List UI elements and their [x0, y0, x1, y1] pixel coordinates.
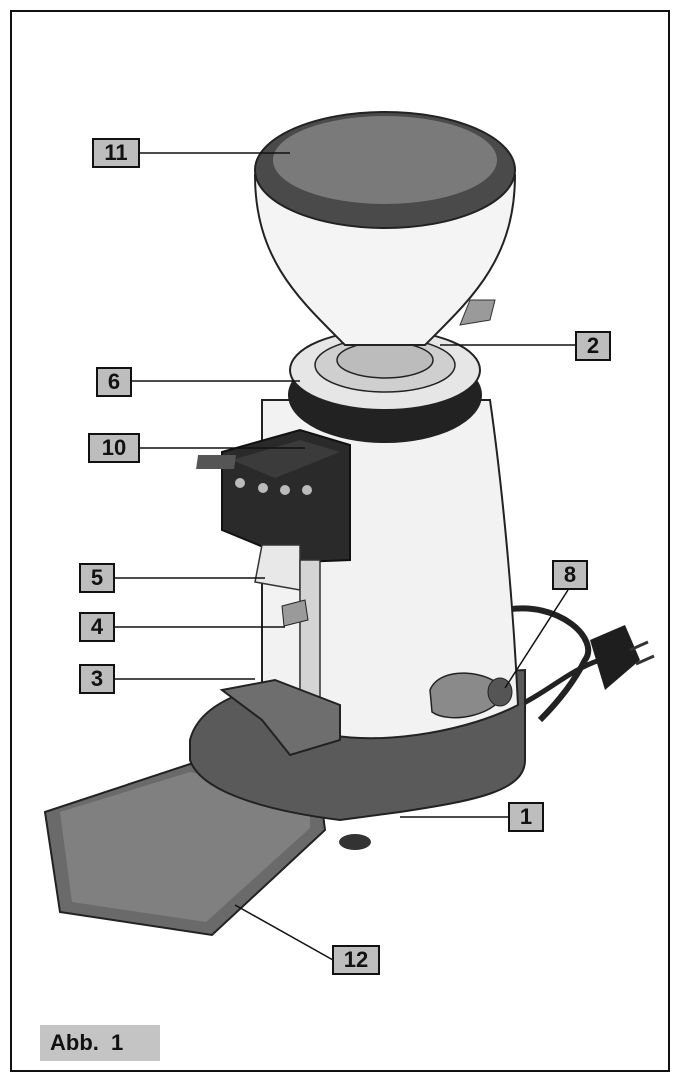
portafilter-switch: [281, 599, 309, 627]
power-cord: [504, 605, 592, 723]
callout-4: 4: [79, 612, 115, 642]
callout-1: 1: [508, 802, 544, 832]
figure-label: Abb. 1: [40, 1025, 160, 1061]
callout-10: 10: [88, 433, 140, 463]
callout-11: 11: [92, 138, 140, 168]
callout-5: 5: [79, 563, 115, 593]
portafilter-fork: [219, 678, 341, 757]
callout-2: 2: [575, 331, 611, 361]
dosing-spout: [254, 544, 301, 591]
power-cord-2: [518, 657, 601, 708]
main-switch: [429, 672, 513, 719]
callout-12: 12: [332, 945, 380, 975]
leader-lines: [115, 152, 575, 961]
callout-3: 3: [79, 664, 115, 694]
callout-6: 6: [96, 367, 132, 397]
callout-8: 8: [552, 560, 588, 590]
plug-icon: [590, 625, 655, 690]
